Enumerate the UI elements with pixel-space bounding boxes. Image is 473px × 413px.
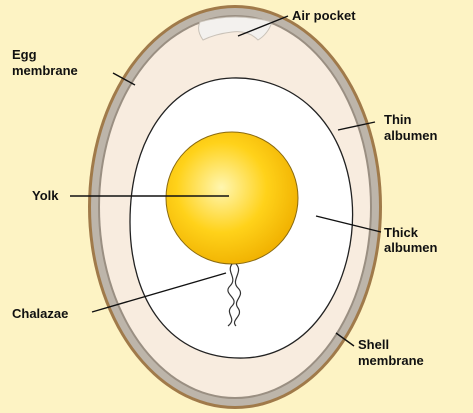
label-shell-membrane-line2: membrane <box>358 353 424 368</box>
label-egg-membrane-line1: Egg <box>12 47 37 62</box>
label-yolk: Yolk <box>32 188 59 203</box>
label-chalazae: Chalazae <box>12 306 68 321</box>
label-egg-membrane-line2: membrane <box>12 63 78 78</box>
label-air-pocket: Air pocket <box>292 8 356 23</box>
label-thin-albumen-line2: albumen <box>384 128 438 143</box>
yolk-region <box>166 132 298 264</box>
label-shell-membrane-line1: Shell <box>358 337 389 352</box>
label-thick-albumen-line2: albumen <box>384 240 438 255</box>
label-thin-albumen-line1: Thin <box>384 112 411 127</box>
label-thick-albumen-line1: Thick <box>384 225 419 240</box>
